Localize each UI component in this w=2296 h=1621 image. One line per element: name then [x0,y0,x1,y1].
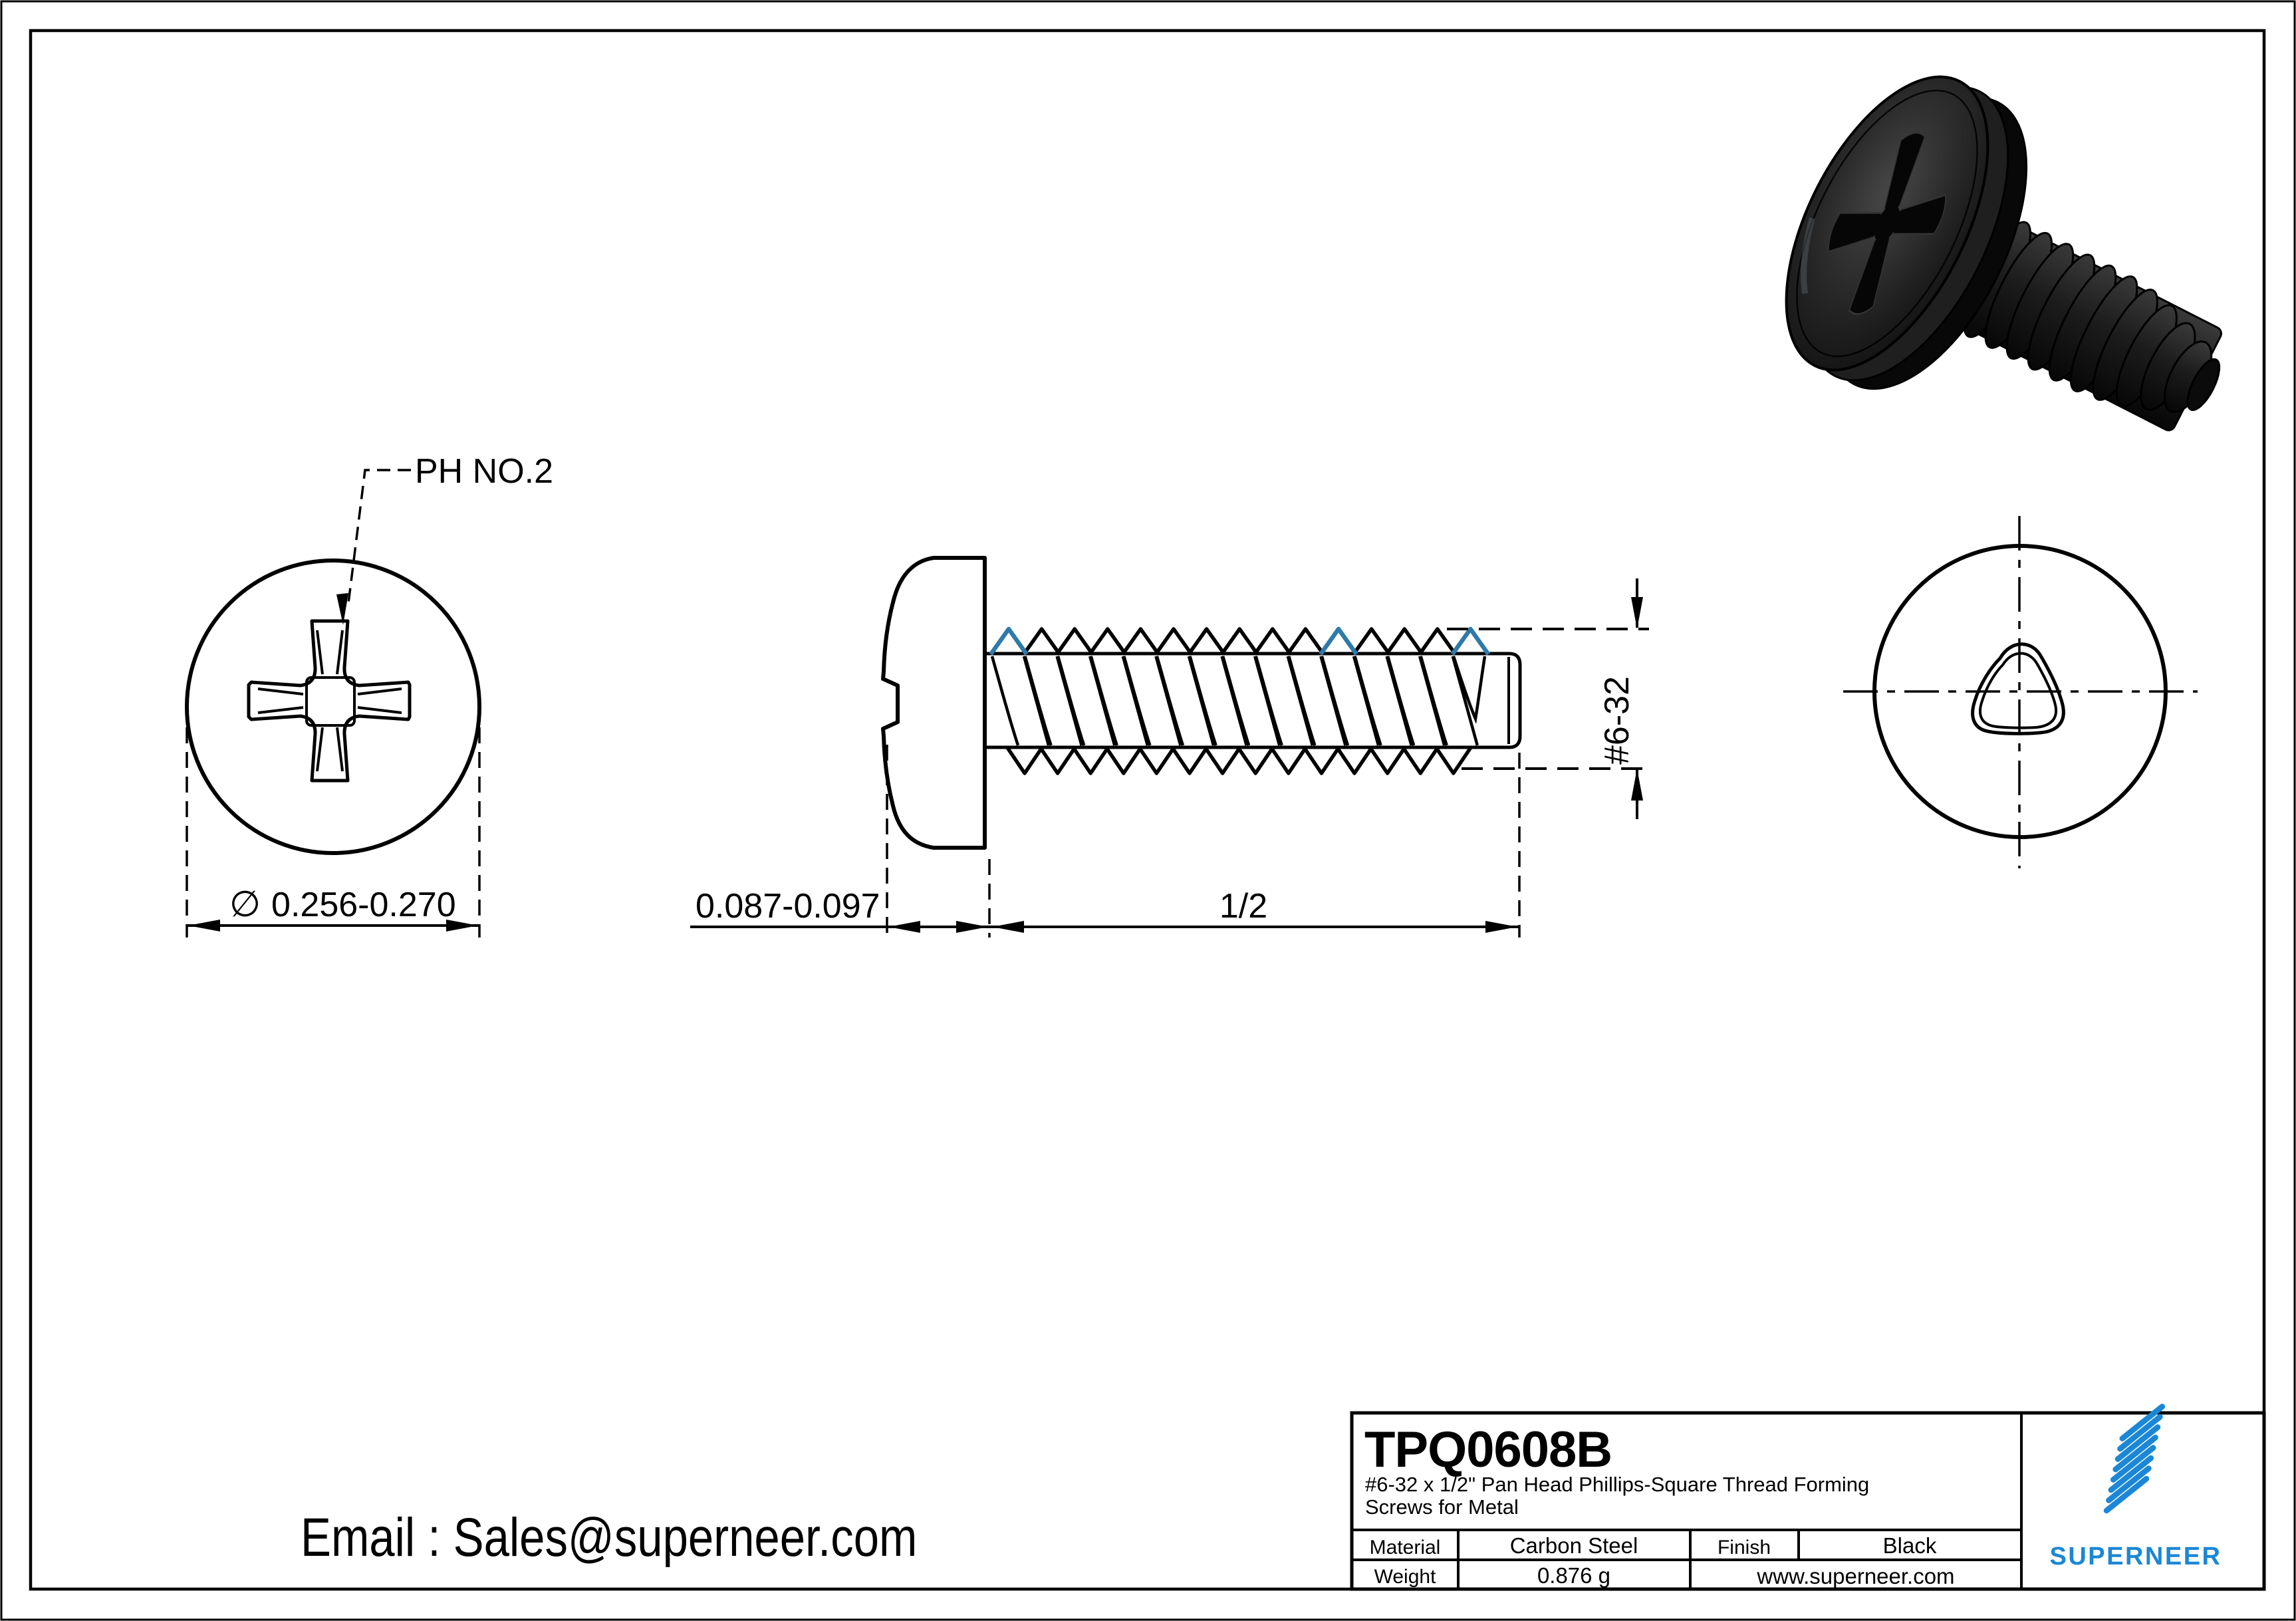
title-block: TPQ0608B #6-32 x 1/2" Pan Head Phillips-… [1350,1404,2266,1591]
drive-label: PH NO.2 [415,452,553,491]
thread-profile [989,626,1491,775]
blunt-tip [1501,652,1522,749]
head-outline-circle [185,559,481,855]
screw-3d-render [1785,75,2222,432]
length-text: 1/2 [1219,887,1267,926]
trilobe-outer [1971,642,2065,735]
phillips-recess-3d [1827,132,1947,315]
head-diameter-text: ∅0.256-0.270 [229,884,456,924]
pan-head-profile [881,556,987,850]
drive-leader [336,469,411,625]
centerlines [1843,516,2198,868]
end-view [1843,516,2198,868]
description-line2: Screws for Metal [1365,1495,1519,1519]
weight-label: Weight [1374,1566,1436,1588]
finish-value: Black [1883,1533,1937,1558]
length-dimensions: 0.087-0.097 1/2 [690,745,1521,937]
screw-head-3d [1785,75,2028,390]
thread-runout [1452,656,1487,725]
description-line1: #6-32 x 1/2" Pan Head Phillips-Square Th… [1365,1473,1869,1496]
phillips-cross-inner [257,630,402,772]
trilobe-inner [1979,652,2058,729]
footer-email-group: Email : Sales@superneer.com [301,1507,917,1568]
thread-size-dimension: #6-32 [1598,578,1643,819]
weight-value: 0.876 g [1537,1563,1610,1588]
thread-size-text: #6-32 [1598,676,1636,765]
finish-label: Finish [1718,1537,1771,1559]
head-highlight [1801,217,1815,295]
front-view: PH NO.2 ∅0.256-0.270 [185,452,553,937]
email-text: Email : Sales@superneer.com [301,1507,917,1568]
head-diameter-dimension: ∅0.256-0.270 [186,727,481,937]
title-block-grid [1352,1413,2023,1589]
side-view: #6-32 0.087-0.097 1/2 [690,556,1649,937]
head-height-text: 0.087-0.097 [696,887,880,926]
brand-name: SUPERNEER [2050,1543,2222,1570]
material-label: Material [1370,1537,1441,1559]
major-diameter-dashed [1447,628,1649,770]
leader-arrowhead [336,593,348,625]
part-number: TPQ0608B [1364,1422,1612,1478]
inner-frame [29,29,2266,1591]
website-link[interactable]: www.superneer.com [1756,1564,1954,1588]
screw-tip [2186,358,2221,412]
material-value: Carbon Steel [1510,1533,1638,1558]
superneer-logo-icon [2103,1404,2166,1514]
